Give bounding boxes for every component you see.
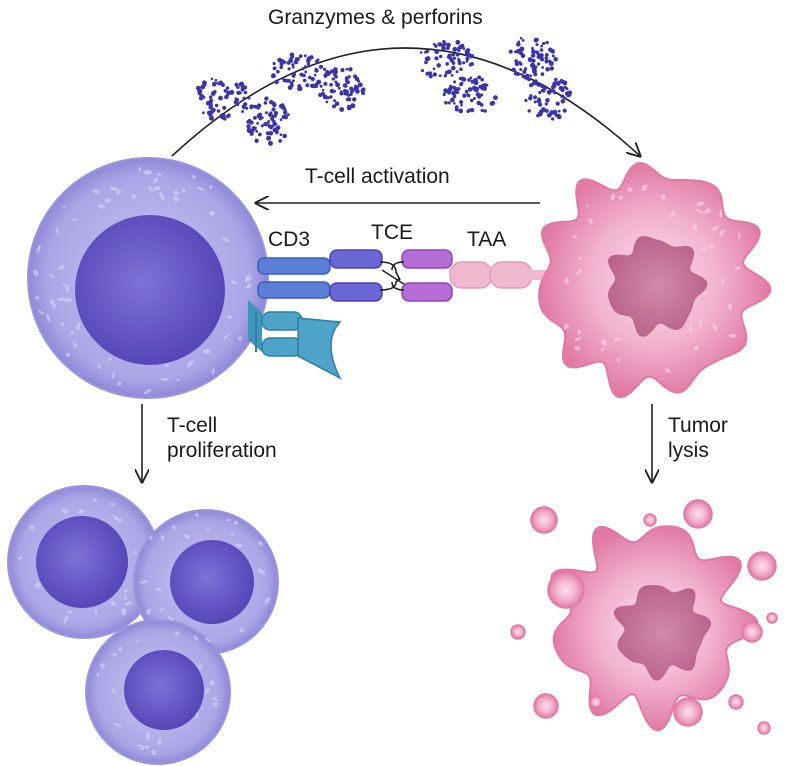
t-cell-main	[27, 157, 269, 399]
taa-label: TAA	[467, 228, 507, 251]
tce-label: TCE	[371, 221, 413, 244]
t-cell-daughter-3	[85, 619, 231, 765]
proliferation-label: T-cell proliferation	[167, 414, 277, 463]
granzyme-granules	[196, 36, 573, 146]
granzyme-release-arrow	[171, 47, 640, 156]
cd3-label: CD3	[268, 228, 311, 251]
tce-molecule	[329, 249, 453, 302]
tumor-fragments	[510, 499, 778, 735]
activation-label: T-cell activation	[305, 165, 450, 188]
tumor-cell-lysed	[510, 499, 778, 735]
taa-antigen	[449, 261, 552, 289]
t-cell-nucleus	[75, 215, 225, 365]
tumor-cell-main	[537, 162, 772, 399]
tumor-cell-nucleus	[608, 236, 708, 337]
t-cell-daughter-1	[7, 485, 161, 639]
tcr-complex	[248, 300, 342, 380]
granzymes-label: Granzymes & perforins	[268, 6, 483, 29]
tumor-lysis-label: Tumor lysis	[668, 414, 728, 463]
cd3-receptor	[257, 257, 331, 299]
